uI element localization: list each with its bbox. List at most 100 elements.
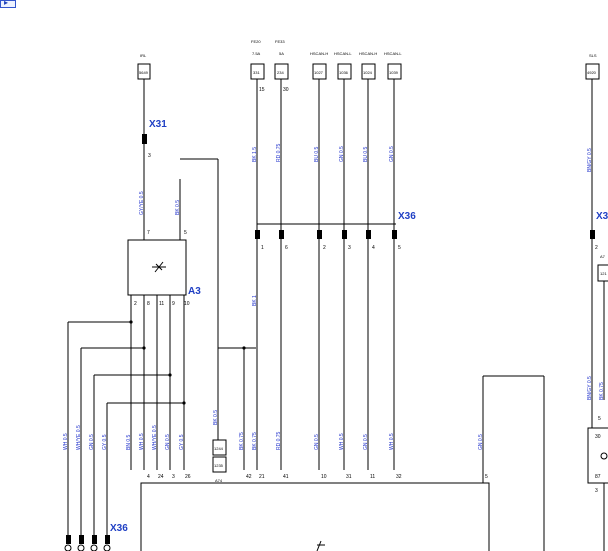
right-edge-partial: BN/GY 0.5 X3 2 A7 121 BN/GY 0.5 BK 0.75 … xyxy=(587,79,608,551)
wire-rd-075-b: RD 0.75 xyxy=(276,431,282,450)
splice-id-5649: 5649 xyxy=(139,70,149,75)
wire-group-a3-outputs xyxy=(67,295,256,535)
connector-a74: A74 xyxy=(215,478,223,483)
wire-bk-05-a3: BK 0.5 xyxy=(175,200,181,215)
pin-a3-8: 8 xyxy=(147,301,150,307)
splice-id-1027: 1027 xyxy=(314,70,324,75)
wire-bn-05: BN 0.5 xyxy=(126,434,132,450)
splice-id-234: 234 xyxy=(277,70,284,75)
a74-group: BK 0.5 1244 1235 A74 xyxy=(212,410,227,483)
pin-b-26: 26 xyxy=(185,474,191,480)
label-fe33: FE33 xyxy=(275,39,285,44)
x36-pin-block-1[interactable] xyxy=(255,230,260,239)
splice-box-1235[interactable] xyxy=(212,456,227,473)
splice-box-1244[interactable] xyxy=(212,439,227,456)
wire-bk-1: BK 1 xyxy=(252,295,258,306)
splice-id-1039: 1039 xyxy=(389,70,399,75)
pin-fe33-30: 30 xyxy=(283,87,289,93)
pin-x36-4: 4 xyxy=(372,245,375,251)
pin-x31-3: 3 xyxy=(148,153,151,159)
pin-a3-9: 9 xyxy=(172,301,175,307)
wire-gn-05-top1: GN 0.5 xyxy=(339,146,345,162)
pin-b-5: 5 xyxy=(485,474,488,480)
pin-x36-3: 3 xyxy=(348,245,351,251)
wire-bn-gy-05-top: BN/GY 0.5 xyxy=(587,148,593,172)
splice-id-121: 121 xyxy=(600,271,607,276)
connector-a7-partial: A7 xyxy=(600,254,606,259)
x36-pin-block-5[interactable] xyxy=(392,230,397,239)
wire-gy-ye-05: GY/YE 0.5 xyxy=(139,191,145,215)
wire-wh-05-m: WH 0.5 xyxy=(139,433,145,450)
x36-pin-block-3[interactable] xyxy=(342,230,347,239)
pin-x36-2: 2 xyxy=(323,245,326,251)
pin-a3-7: 7 xyxy=(147,230,150,236)
splice-id-1036: 1036 xyxy=(339,70,349,75)
pin-b-3: 3 xyxy=(172,474,175,480)
pin-x36-1: 1 xyxy=(261,245,264,251)
wire-gy-05-m: GY 0.5 xyxy=(179,434,185,450)
pin-fe20-15: 15 xyxy=(259,87,265,93)
pin-a3-10: 10 xyxy=(184,301,190,307)
label-fe20: FE20 xyxy=(251,39,261,44)
pin-b-11: 11 xyxy=(370,474,375,480)
x36-pin-block-4[interactable] xyxy=(366,230,371,239)
wire-wh-05-b: WH 0.5 xyxy=(339,433,345,450)
splice-id-4920: 4920 xyxy=(587,70,597,75)
pin-r-30: 30 xyxy=(595,434,601,440)
wire-group-x36-upper: 15 30 BK 1.5 RD 0.75 BU 0.5 GN 0.5 BU 0.… xyxy=(252,79,416,470)
pin-b-21: 21 xyxy=(259,474,265,480)
x36-pin-block-6[interactable] xyxy=(279,230,284,239)
module-a3[interactable]: A3 2 8 11 9 10 xyxy=(127,239,201,307)
pin-r-3: 3 xyxy=(595,488,598,494)
label-irl: IRL xyxy=(140,53,147,58)
pin-r-5: 5 xyxy=(598,416,601,422)
wire-gn-05-b: GN 0.5 xyxy=(314,434,320,450)
splice-id-1235: 1235 xyxy=(214,463,224,468)
pin-a3-2: 2 xyxy=(134,301,137,307)
wire-bk-075-r: BK 0.75 xyxy=(599,382,605,400)
connector-x3-partial: X3 xyxy=(596,211,608,222)
wire-gn-05-m: GN 0.5 xyxy=(165,434,171,450)
x31-connector[interactable] xyxy=(142,134,147,144)
pin-r-2: 2 xyxy=(595,245,598,251)
corner-toolbar-button[interactable]: ▸ xyxy=(0,0,16,8)
x36-bottom-connector[interactable]: X36 xyxy=(64,523,128,551)
wire-bk-15: BK 1.5 xyxy=(252,147,258,162)
wire-gn-05-l: GN 0.5 xyxy=(89,434,95,450)
pin-b-31: 31 xyxy=(346,474,352,480)
splice-id-1024: 1024 xyxy=(363,70,373,75)
top-splice-row: IRL 5649 FE20 7.5A 331 FE33 5A 234 HSCAN… xyxy=(137,39,600,80)
pin-x36-6: 6 xyxy=(285,245,288,251)
wire-rd-075-top: RD 0.75 xyxy=(276,143,282,162)
label-hscan-h-1: HSCAN-H xyxy=(310,51,328,56)
wire-wh-ye-05-m: WH/YE 0.5 xyxy=(152,425,158,450)
label-sls: SLS xyxy=(589,53,597,58)
wire-gn-05-top2: GN 0.5 xyxy=(389,146,395,162)
label-hscan-l-2: HSCAN-L xyxy=(384,51,402,56)
pin-b-41: 41 xyxy=(283,474,289,480)
splice-id-331: 331 xyxy=(253,70,260,75)
connector-x36-bottom: X36 xyxy=(110,523,128,534)
corner-arrow-icon: ▸ xyxy=(4,0,9,7)
wire-group-lower-labels: WH 0.5 WH/YE 0.5 GN 0.5 GY 0.5 BN 0.5 WH… xyxy=(63,425,484,450)
pin-a3-11: 11 xyxy=(159,301,164,307)
wire-wh-05-b2: WH 0.5 xyxy=(389,433,395,450)
label-hscan-l-1: HSCAN-L xyxy=(334,51,352,56)
pin-b-32: 32 xyxy=(396,474,402,480)
wire-bu-05-top: BU 0.5 xyxy=(314,146,320,162)
bottom-module[interactable]: 4 24 3 26 42 21 41 10 31 11 32 5 xyxy=(140,474,490,551)
wire-group-a3-feed: 7 3 X31 GY/YE 0.5 BK 0.5 5 xyxy=(139,79,219,440)
wire-gn-05-far: GN 0.5 xyxy=(478,434,484,450)
wire-wh-05-l: WH 0.5 xyxy=(63,433,69,450)
wire-group-right-feed xyxy=(482,375,545,551)
label-hscan-h-2: HSCAN-H xyxy=(359,51,377,56)
pin-r-87: 87 xyxy=(595,474,601,480)
label-fe20-amp: 7.5A xyxy=(252,51,261,56)
pin-a3-5: 5 xyxy=(184,230,187,236)
wire-gn-05-b2: GN 0.5 xyxy=(363,434,369,450)
pin-x36-5: 5 xyxy=(398,245,401,251)
wire-bk-075-b: BK 0.75 xyxy=(252,432,258,450)
label-fe33-amp: 5A xyxy=(279,51,284,56)
x36-pin-block-2[interactable] xyxy=(317,230,322,239)
